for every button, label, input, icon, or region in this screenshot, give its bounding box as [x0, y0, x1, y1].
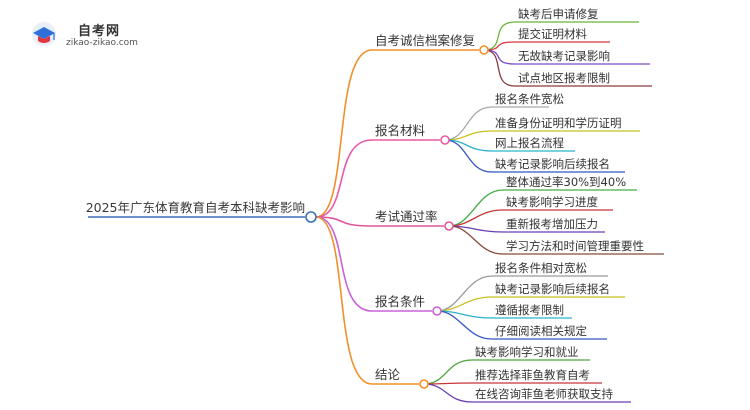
leaf-label[interactable]: 网上报名流程: [495, 136, 564, 150]
leaf-label[interactable]: 学习方法和时间管理重要性: [506, 239, 644, 253]
leaf-connector: [483, 21, 516, 51]
branch-connector: [315, 216, 373, 385]
site-logo[interactable]: 自考网 zikao-zikao.com: [30, 18, 140, 52]
logo-url: zikao-zikao.com: [66, 38, 138, 48]
leaf-label[interactable]: 无故缺考记录影响: [518, 49, 610, 63]
leaf-label[interactable]: 推荐选择菲鱼教育自考: [475, 368, 590, 382]
leaf-connector: [423, 383, 473, 403]
root-topic: 2025年广东体育教育自考本科缺考影响: [86, 200, 305, 215]
leaf-label[interactable]: 仔细阅读相关规定: [495, 324, 587, 338]
leaf-connector: [423, 359, 473, 385]
leaf-connector: [483, 41, 516, 51]
leaf-connector: [436, 310, 493, 340]
leaf-connector: [448, 189, 504, 227]
root-node[interactable]: [305, 211, 317, 223]
branch-node[interactable]: [419, 379, 429, 389]
leaf-label[interactable]: 提交证明材料: [518, 27, 587, 41]
branch-connector: [315, 49, 373, 218]
leaf-connector: [448, 209, 504, 227]
leaf-connector: [483, 49, 516, 65]
leaf-label[interactable]: 缺考影响学习进度: [506, 195, 598, 209]
leaf-label[interactable]: 报名条件宽松: [495, 92, 564, 106]
graduation-cap-icon: [32, 22, 56, 46]
branch-label[interactable]: 报名材料: [375, 123, 426, 138]
branch-connector: [315, 216, 373, 227]
leaf-label[interactable]: 缺考影响学习和就业: [475, 345, 579, 359]
logo-title: 自考网: [78, 24, 121, 39]
leaf-label[interactable]: 试点地区报考限制: [518, 71, 610, 85]
leaf-label[interactable]: 重新报考增加压力: [506, 217, 598, 231]
branch-label[interactable]: 报名条件: [375, 294, 425, 309]
branch-node[interactable]: [432, 306, 442, 316]
branch-node[interactable]: [479, 45, 489, 55]
branch-node[interactable]: [444, 221, 454, 231]
leaf-label[interactable]: 在线咨询菲鱼老师获取支持: [475, 387, 613, 401]
leaf-connector: [436, 275, 493, 312]
leaf-label[interactable]: 报名条件相对宽松: [495, 261, 587, 275]
leaf-connector: [448, 225, 504, 255]
leaf-label[interactable]: 准备身份证明和学历证明: [495, 116, 622, 130]
branch-connector: [315, 216, 373, 312]
leaf-label[interactable]: 缺考后申请修复: [518, 7, 599, 21]
branch-node[interactable]: [440, 135, 450, 145]
branch-connector: [315, 139, 373, 218]
leaf-label[interactable]: 缺考记录影响后续报名: [495, 282, 610, 296]
branch-label[interactable]: 结论: [375, 367, 401, 382]
leaf-connector: [483, 49, 516, 87]
leaf-label[interactable]: 整体通过率30%到40%: [506, 175, 626, 189]
leaf-connector: [444, 139, 493, 173]
leaf-label[interactable]: 遵循报考限制: [495, 303, 564, 317]
branch-label[interactable]: 考试通过率: [375, 209, 438, 224]
leaf-label[interactable]: 缺考记录影响后续报名: [495, 157, 610, 171]
branch-label[interactable]: 自考诚信档案修复: [375, 33, 476, 48]
